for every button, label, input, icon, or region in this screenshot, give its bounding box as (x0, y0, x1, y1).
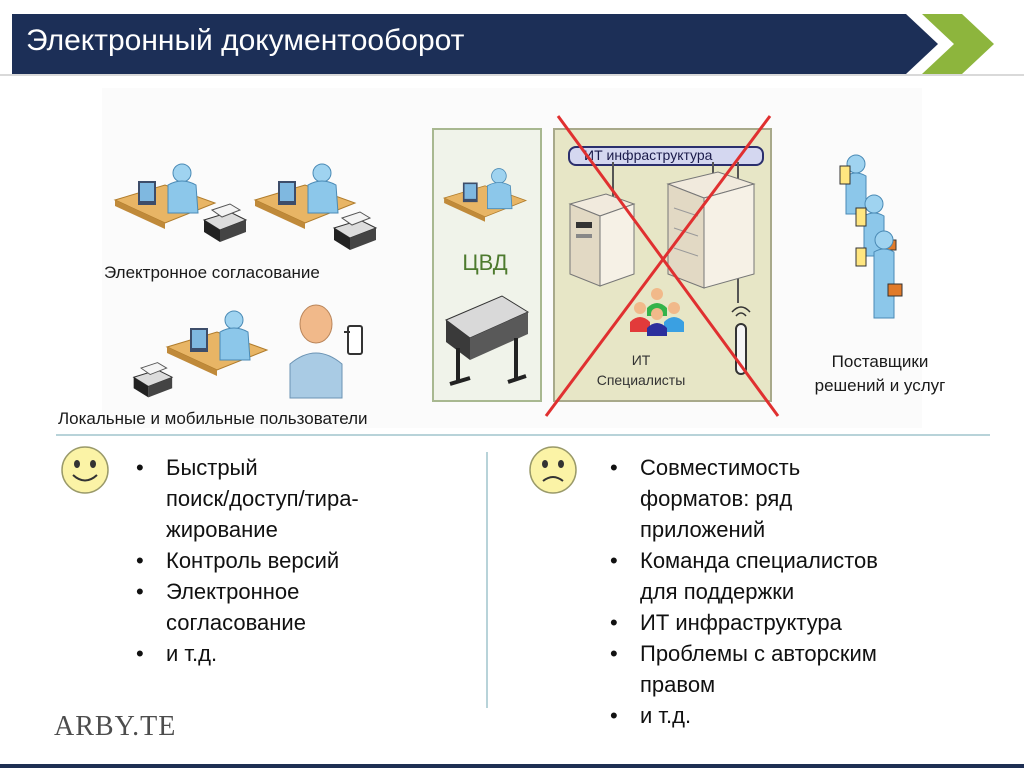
cons-bullet-line: для поддержки (640, 579, 795, 604)
it-specialists-label-line1: ИТ (631, 352, 651, 368)
cons-bullet-item: Совместимость форматов: ряд приложений (604, 452, 964, 545)
smiley-sad-icon (529, 446, 577, 494)
pros-bullet-line: Контроль версий (166, 548, 340, 573)
horizontal-divider (56, 434, 990, 436)
suppliers-icon (839, 154, 903, 319)
page-title: Электронный документооборот (26, 24, 465, 57)
it-specialists-icon (630, 288, 684, 336)
company-logo: ARBY.TE (54, 711, 177, 742)
cons-bullet-line: Совместимость (640, 455, 801, 480)
suppliers-label-line1: Поставщики (831, 352, 929, 371)
pros-bullet-line: жирование (166, 517, 278, 542)
cons-bullet-item: Команда специалистов для поддержки (604, 545, 964, 607)
red-cross-mark (544, 115, 780, 417)
server-icon (568, 193, 636, 287)
smiley-happy-icon (61, 446, 109, 494)
cons-bullet-line: приложений (640, 517, 766, 542)
pros-bullet-line: и т.д. (166, 641, 218, 666)
cvd-label: ЦВД (462, 250, 508, 275)
cons-bullet-item: Проблемы с авторским правом (604, 638, 964, 700)
it-specialists-label: ИТ Специалисты (586, 350, 696, 390)
plotter-icon (445, 295, 530, 386)
it-specialists-label-line2: Специалисты (596, 372, 686, 388)
cons-bullet-line: Команда специалистов (640, 548, 878, 573)
printer-icon (132, 362, 174, 398)
cons-bullet-line: форматов: ряд (640, 486, 793, 511)
operator-icon (442, 168, 528, 222)
group-users-label: Локальные и мобильные пользователи (58, 409, 368, 428)
vertical-divider (486, 452, 488, 708)
server-rack-icon (666, 171, 756, 289)
workstation-icon (253, 163, 357, 229)
mobile-user-icon (289, 304, 363, 399)
group-approval-label: Электронное согласование (104, 263, 320, 282)
pros-bullet-item: Быстрый поиск/доступ/тира-жирование (130, 452, 470, 545)
cons-bullet-item: и т.д. (604, 700, 964, 731)
footer-line (0, 764, 1024, 768)
cons-bullet-line: ИТ инфраструктура (640, 610, 842, 635)
cons-bullet-item: ИТ инфраструктура (604, 607, 964, 638)
cons-list: Совместимость форматов: ряд приложенийКома… (604, 452, 964, 731)
workstation-icon (165, 310, 269, 376)
pros-list: Быстрый поиск/доступ/тира-жированиеКонтро… (130, 452, 470, 669)
printer-icon (202, 203, 248, 242)
title-bar (0, 14, 1024, 76)
pros-bullet-line: поиск/доступ/тира- (166, 486, 359, 511)
cvd-panel (432, 128, 542, 402)
printer-icon (332, 211, 378, 250)
suppliers-label: Поставщики решений и услуг (790, 350, 970, 398)
pros-bullet-line: согласование (166, 610, 306, 635)
suppliers-label-line2: решений и услуг (814, 376, 946, 395)
pros-bullet-item: и т.д. (130, 638, 470, 669)
it-infrastructure-bar (568, 146, 764, 166)
cons-bullet-line: и т.д. (640, 703, 692, 728)
pros-bullet-item: Электронное согласование (130, 576, 470, 638)
pros-bullet-line: Быстрый (166, 455, 258, 480)
pros-bullet-line: Электронное (166, 579, 300, 604)
cons-bullet-line: правом (640, 672, 716, 697)
workstation-icon (113, 163, 217, 229)
pros-bullet-item: Контроль версий (130, 545, 470, 576)
it-infrastructure-label: ИТ инфраструктура (584, 147, 713, 163)
cons-bullet-line: Проблемы с авторским (640, 641, 877, 666)
